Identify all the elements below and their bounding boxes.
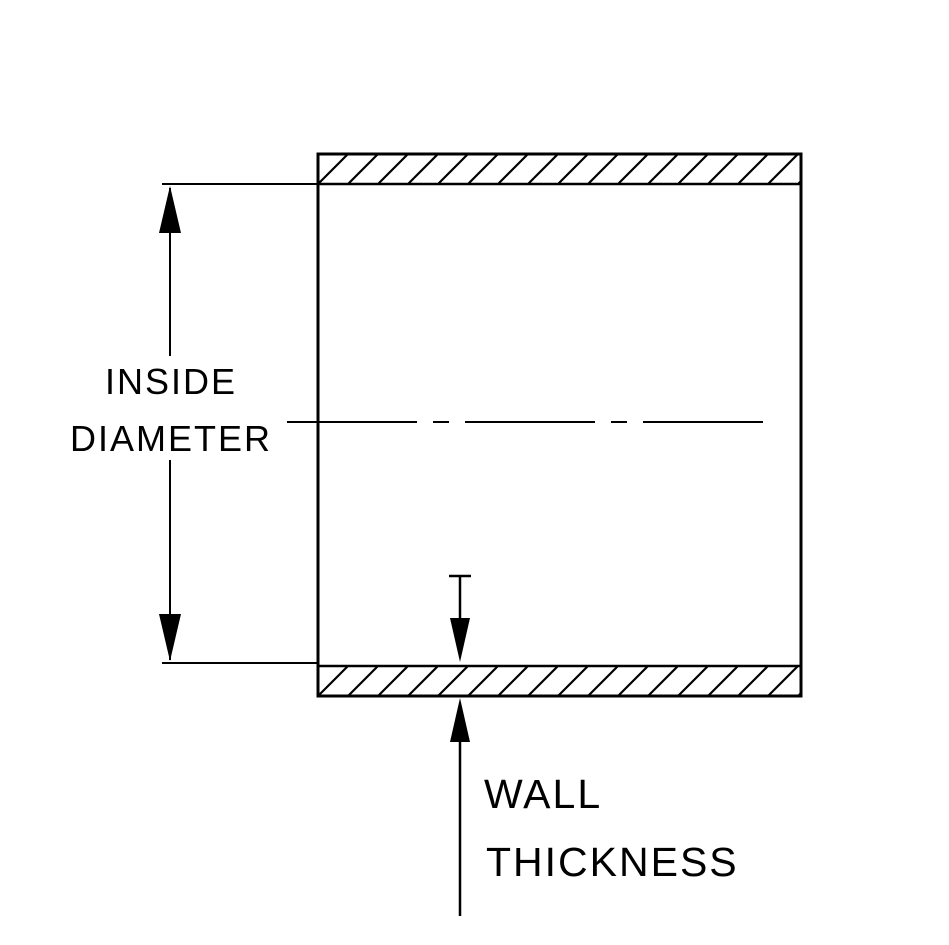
tube-body-outline: [316, 152, 803, 698]
wall-thickness-label-line2: THICKNESS: [486, 839, 739, 885]
wall-thickness-arrow-down-icon: [450, 618, 470, 662]
tube-bottom-wall-hatch: [316, 664, 803, 698]
wall-thickness-label-line1: WALL: [484, 771, 602, 817]
tube-top-wall-hatch: [316, 152, 803, 186]
wall-thickness-arrow-up-icon: [450, 698, 470, 742]
arrow-up-icon: [159, 186, 181, 233]
inside-diameter-label-line1: INSIDE: [105, 361, 237, 402]
arrow-down-icon: [159, 614, 181, 661]
inside-diameter-label-line2: DIAMETER: [70, 418, 272, 459]
